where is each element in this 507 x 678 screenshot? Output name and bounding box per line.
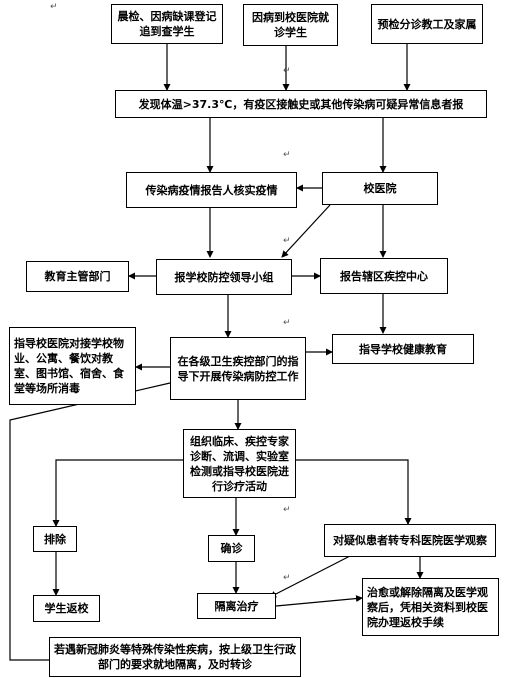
- box-health-edu: 指导学校健康教育: [332, 334, 474, 364]
- line-suspect-to-isolation: [269, 555, 351, 598]
- box-district-cdc: 报告辖区疾控中心: [320, 258, 448, 294]
- return-mark: ↵: [283, 505, 291, 515]
- box-reporter: 传染病疫情报告人核实疫情: [126, 172, 297, 208]
- return-mark: ↵: [50, 2, 58, 12]
- box-morning-check: 晨检、因病缺课登记追到查学生: [111, 4, 223, 44]
- box-sick-visit: 因病到校医院就诊学生: [243, 4, 338, 46]
- box-leader-group: 报学校防控领导小组: [156, 259, 292, 295]
- box-detect: 发现体温>37.3℃，有疫区接触史或其他传染病可疑异常信息者报: [115, 90, 487, 118]
- box-preschool-check: 预检分诊教工及家属: [371, 4, 483, 44]
- box-return-school: 学生返校: [33, 595, 100, 622]
- box-edu-dept: 教育主管部门: [26, 261, 129, 292]
- box-experts: 组织临床、疾控专家诊断、流调、实验室检测或指导校医院进行诊疗活动: [183, 429, 296, 498]
- box-exclude: 排除: [33, 526, 77, 552]
- return-mark: ↵: [283, 236, 291, 246]
- return-mark: ↵: [283, 150, 291, 160]
- box-hospital: 校医院: [322, 172, 438, 205]
- box-cdc-guidance: 在各级卫生疾控部门的指导下开展传染病防控工作: [170, 337, 306, 400]
- box-covid-note: 若遇新冠肺炎等特殊传染性疾病，按上级卫生行政部门的要求就地隔离，及时转诊: [49, 637, 301, 677]
- return-mark: ↵: [283, 318, 291, 328]
- box-cured: 治愈或解除隔离及医学观察后，凭相关资料到校医院办理返校手续: [362, 578, 499, 636]
- arrow-hospital-to-leader: [281, 204, 331, 258]
- line-experts-to-suspect: [296, 459, 412, 525]
- box-suspect-transfer: 对疑似患者转专科医院医学观察: [324, 524, 496, 557]
- box-isolation: 隔离治疗: [197, 593, 276, 619]
- return-mark: ↵: [283, 573, 291, 583]
- line-experts-to-exclude: [52, 459, 183, 527]
- return-mark: ↵: [283, 66, 291, 76]
- arrow-isolation-to-cured: [275, 595, 363, 607]
- box-disinfect: 指导校医院对接学校物业、公寓、餐饮对教室、图书馆、宿舍、食堂等场所消毒: [9, 327, 136, 405]
- box-confirm: 确诊: [208, 535, 255, 562]
